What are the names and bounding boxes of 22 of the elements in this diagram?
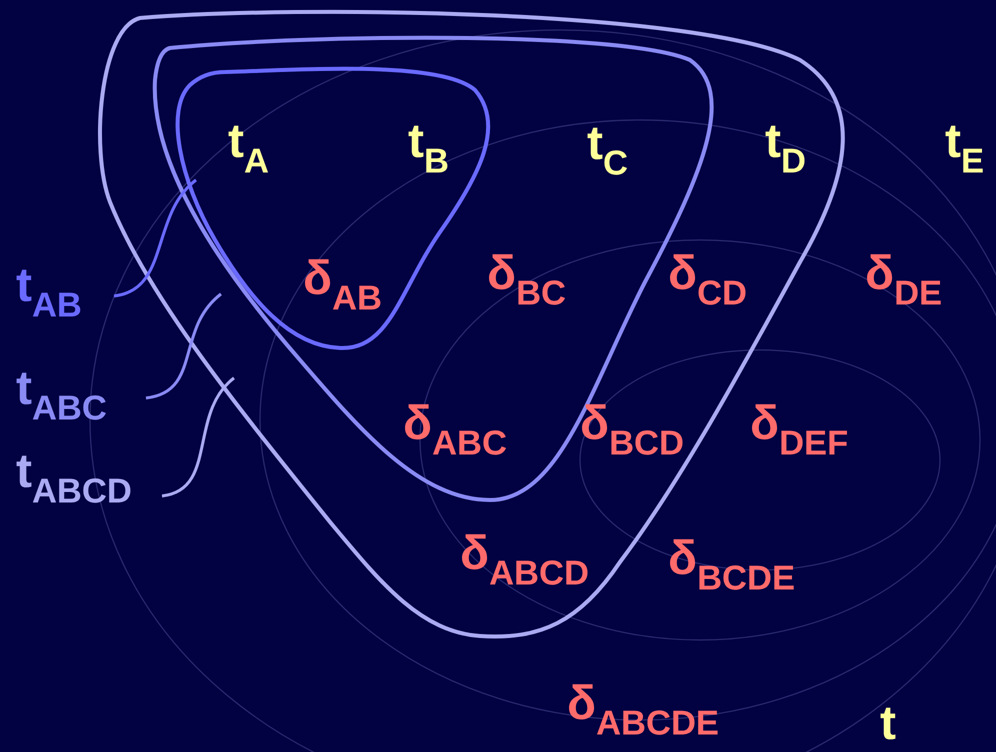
set-label: t$_{ABCD}$ (16, 448, 132, 510)
term-label: t$_{A}$ (228, 118, 269, 180)
leader-line (114, 178, 198, 298)
delta-label: δ$_{DE}$ (865, 250, 942, 312)
leader-line (146, 292, 222, 400)
delta-label: δ$_{ABC}$ (403, 400, 507, 462)
term-label: t (880, 700, 896, 748)
delta-label: δ$_{CD}$ (668, 250, 748, 312)
delta-label: δ$_{DEF}$ (750, 400, 848, 462)
delta-label: δ$_{BC}$ (487, 250, 566, 312)
delta-label: δ$_{AB}$ (303, 255, 382, 316)
set-label: t$_{ABC}$ (16, 365, 107, 426)
term-label: t$_{C}$ (587, 120, 628, 182)
term-label: t$_{B}$ (408, 118, 449, 180)
delta-label: δ$_{ABCD}$ (460, 530, 589, 592)
set-label: t$_{AB}$ (16, 262, 82, 324)
delta-label: δ$_{BCD}$ (580, 400, 684, 462)
term-label: t$_{E}$ (945, 118, 984, 180)
delta-label: δ$_{BCDE}$ (668, 535, 795, 596)
delta-label: δ$_{ABCDE}$ (567, 680, 719, 742)
term-label: t$_{D}$ (765, 118, 806, 180)
leader-line (162, 376, 236, 498)
